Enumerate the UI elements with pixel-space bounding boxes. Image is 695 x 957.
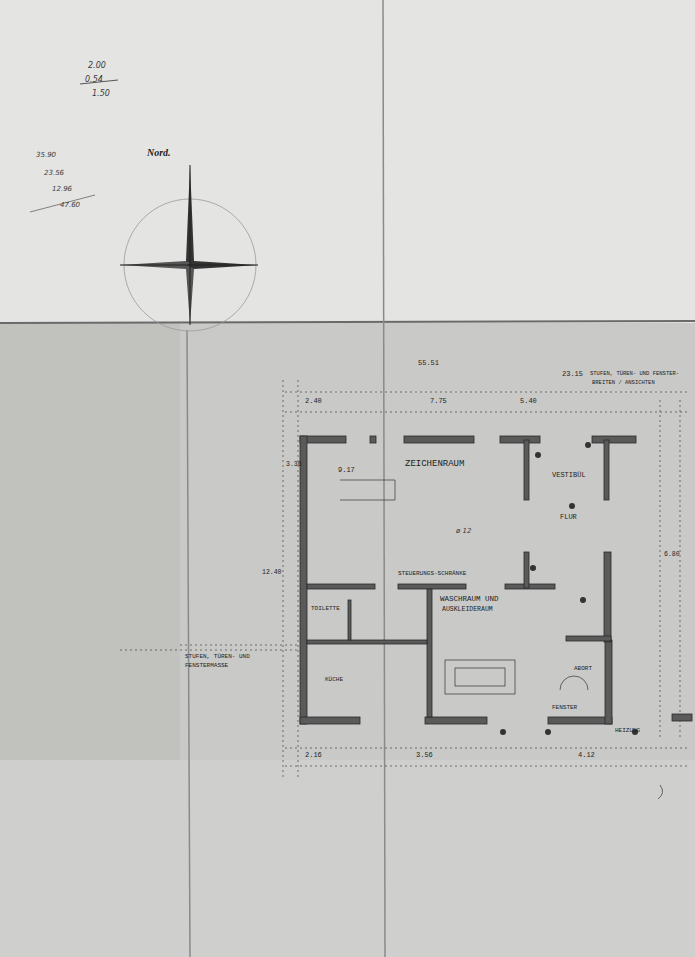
plan-label: FENSTERMASSE [185,663,228,669]
plan-label: 1.50 [92,90,110,98]
plan-label: TOILETTE [311,606,340,612]
plan-label: WASCHRAUM UND [440,596,499,604]
plan-label: 23.15 [562,371,583,378]
plan-label: HEIZUNG [615,728,640,734]
plan-label: 12.96 [52,186,72,193]
plan-label: FENSTER [552,705,577,711]
plan-label: 12.40 [262,570,282,577]
plan-label: STUFEN, TÜREN- UND [185,654,250,660]
plan-label: ZEICHENRAUM [405,460,464,469]
plan-label: 4.12 [578,752,595,759]
plan-label: 7.75 [430,398,447,405]
plan-label: 6.80 [664,552,680,559]
plan-label: 9.17 [338,467,355,474]
plan-label: 47.60 [60,202,80,209]
plan-label: 2.00 [88,62,106,70]
plan-label: 3.56 [416,752,433,759]
plan-label: 23.56 [44,170,64,177]
plan-label: VESTIBÜL [552,472,586,479]
plan-label: 55.51 [418,360,439,367]
plan-label: 5.40 [520,398,537,405]
plan-label: 3.36 [286,462,302,469]
plan-label: ø 12 [456,528,471,535]
plan-label: ABORT [574,666,592,672]
plan-label: STUFEN, TÜREN- UND FENSTER- [590,371,679,377]
plan-label: STEUERUNGS-SCHRÄNKE [398,571,466,577]
plan-label: KÜCHE [325,677,343,683]
plan-label: Nord. [147,148,171,158]
plan-label: 2.40 [305,398,322,405]
plan-label: FLUR [560,514,577,521]
plan-label: AUSKLEIDERAUM [442,607,493,614]
plan-label: 2.16 [305,752,322,759]
plan-label: 0.54 [85,76,103,84]
plan-label: BREITEN / ANSICHTEN [592,380,655,386]
plan-label: 35.90 [36,152,56,159]
